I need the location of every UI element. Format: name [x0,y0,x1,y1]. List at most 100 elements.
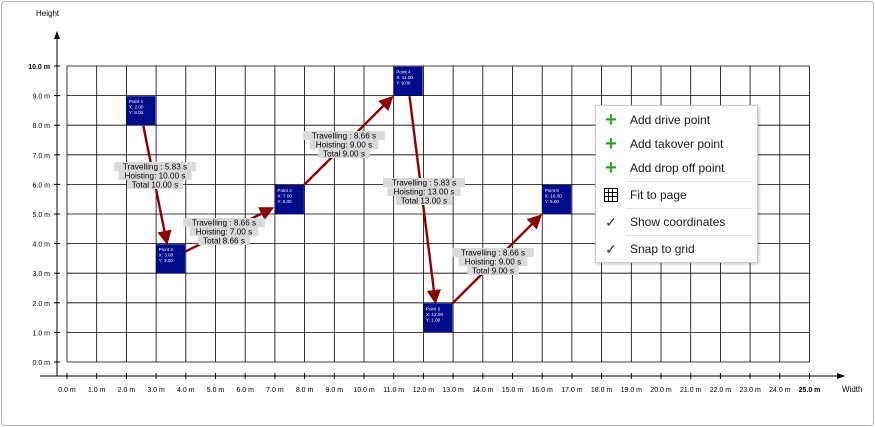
x-tick-label: 1.0 m [88,387,106,394]
hoisting-time-label: Hoisting: 13.00 s [394,188,455,197]
point-x-coordinate: X: 7.00 [277,194,292,199]
menu-item-label: Add drive point [630,113,711,127]
x-tick-label: 16.0 m [531,387,553,394]
y-axis-arrowhead [54,31,60,39]
label-background [189,227,259,236]
y-tick-label: 10.0 m [28,64,50,71]
grid-icon [603,187,619,203]
point-name: Point 4 [396,70,411,75]
label-background [467,266,519,275]
menu-item-label: Show coordinates [630,215,726,229]
x-tick-label: 20.0 m [650,387,672,394]
menu-item-add-drive-point[interactable]: + Add drive point [596,108,757,132]
route-point-box[interactable] [542,185,572,214]
x-tick-label: 18.0 m [591,387,613,394]
x-tick-label: 23.0 m [739,387,761,394]
label-background [383,178,465,187]
x-tick-label: 0.0 m [58,387,76,394]
total-time-label: Total 13.00 s [401,197,447,206]
point-name: Point 1 [129,99,144,104]
route-point-box[interactable] [423,303,453,333]
y-tick-label: 9.0 m [32,94,50,101]
x-tick-label: 24.0 m [769,387,791,394]
plus-icon: + [605,157,617,179]
menu-item-label: Snap to grid [630,242,695,256]
y-tick-label: 1.0 m [32,330,50,337]
x-tick-label: 4.0 m [177,387,195,394]
x-tick-label: 19.0 m [621,387,643,394]
route-point[interactable]: Point 5X: 12.00Y: 1.00 [423,303,453,333]
menu-item-add-takeover-point[interactable]: + Add takover point [596,132,757,156]
y-tick-label: 7.0 m [32,153,50,160]
label-background [118,171,192,180]
menu-item-snap-to-grid[interactable]: ✓ Snap to grid [596,237,757,261]
route-point-box[interactable] [274,185,304,214]
point-y-coordinate: Y: 8.00 [129,110,144,115]
point-x-coordinate: X: 12.00 [426,312,444,317]
x-tick-label: 22.0 m [710,387,732,394]
route-point[interactable]: Point 4X: 11.00Y: 9.00 [393,66,423,96]
route-point-box[interactable] [126,96,156,126]
point-name: Point 6 [545,188,560,193]
hoisting-time-label: Hoisting: 9.00 s [465,258,521,267]
y-tick-label: 4.0 m [32,242,50,249]
y-tick-label: 8.0 m [32,123,50,130]
x-tick-label: 9.0 m [326,387,344,394]
route-point[interactable]: Point 2X: 3.00Y: 3.00 [156,244,186,274]
x-axis-title: Width [842,385,862,394]
menu-item-show-coordinates[interactable]: ✓ Show coordinates [596,210,757,234]
x-tick-label: 17.0 m [561,387,583,394]
point-x-coordinate: X: 3.00 [159,253,174,258]
route-point[interactable]: Point 1X: 2.00Y: 8.00 [126,96,156,126]
route-point[interactable]: Point 3X: 7.00Y: 5.00 [274,185,304,214]
x-tick-label: 7.0 m [266,387,284,394]
point-y-coordinate: Y: 5.00 [277,199,292,204]
route-point[interactable]: Point 6X: 16.00Y: 5.00 [542,185,572,214]
label-background [387,187,461,196]
label-background [396,196,452,205]
x-axis-arrowhead [837,373,845,379]
x-tick-label: 2.0 m [118,387,136,394]
point-name: Point 5 [426,306,441,311]
checkmark-icon: ✓ [605,241,617,257]
route-point-box[interactable] [393,66,423,96]
total-time-label: Total 9.00 s [472,267,514,276]
x-tick-label: 12.0 m [413,387,435,394]
y-tick-label: 2.0 m [32,301,50,308]
route-point-box[interactable] [156,244,186,274]
point-x-coordinate: X: 11.00 [396,75,413,80]
x-tick-label: 25.0 m [799,387,821,394]
point-x-coordinate: X: 2.00 [129,105,144,110]
y-axis-title: Height [36,9,60,18]
plus-icon: + [605,109,617,131]
point-y-coordinate: Y: 5.00 [545,199,560,204]
menu-item-label: Add drop off point [630,161,725,175]
menu-item-add-drop-off-point[interactable]: + Add drop off point [596,156,757,180]
travelling-time-label: Travelling : 8.66 s [312,132,376,141]
point-y-coordinate: Y: 3.00 [159,258,174,263]
total-time-label: Total 8.66 s [203,237,245,246]
checkmark-icon: ✓ [605,214,617,230]
context-menu-panel: + Add drive point + Add takover point + … [595,105,758,263]
plus-icon: + [605,133,617,155]
menu-separator [626,235,752,236]
point-y-coordinate: Y: 9.00 [396,81,411,86]
point-y-coordinate: Y: 1.00 [426,317,441,322]
point-name: Point 2 [159,247,174,252]
label-background [183,218,265,227]
point-x-coordinate: X: 16.00 [545,194,563,199]
menu-item-fit-to-page[interactable]: Fit to page [596,183,757,207]
travelling-time-label: Travelling : 8.66 s [461,249,525,258]
menu-separator [626,181,752,182]
x-tick-label: 13.0 m [442,387,464,394]
label-background [127,180,183,189]
menu-item-label: Add takover point [630,137,724,151]
x-tick-label: 11.0 m [383,387,404,394]
